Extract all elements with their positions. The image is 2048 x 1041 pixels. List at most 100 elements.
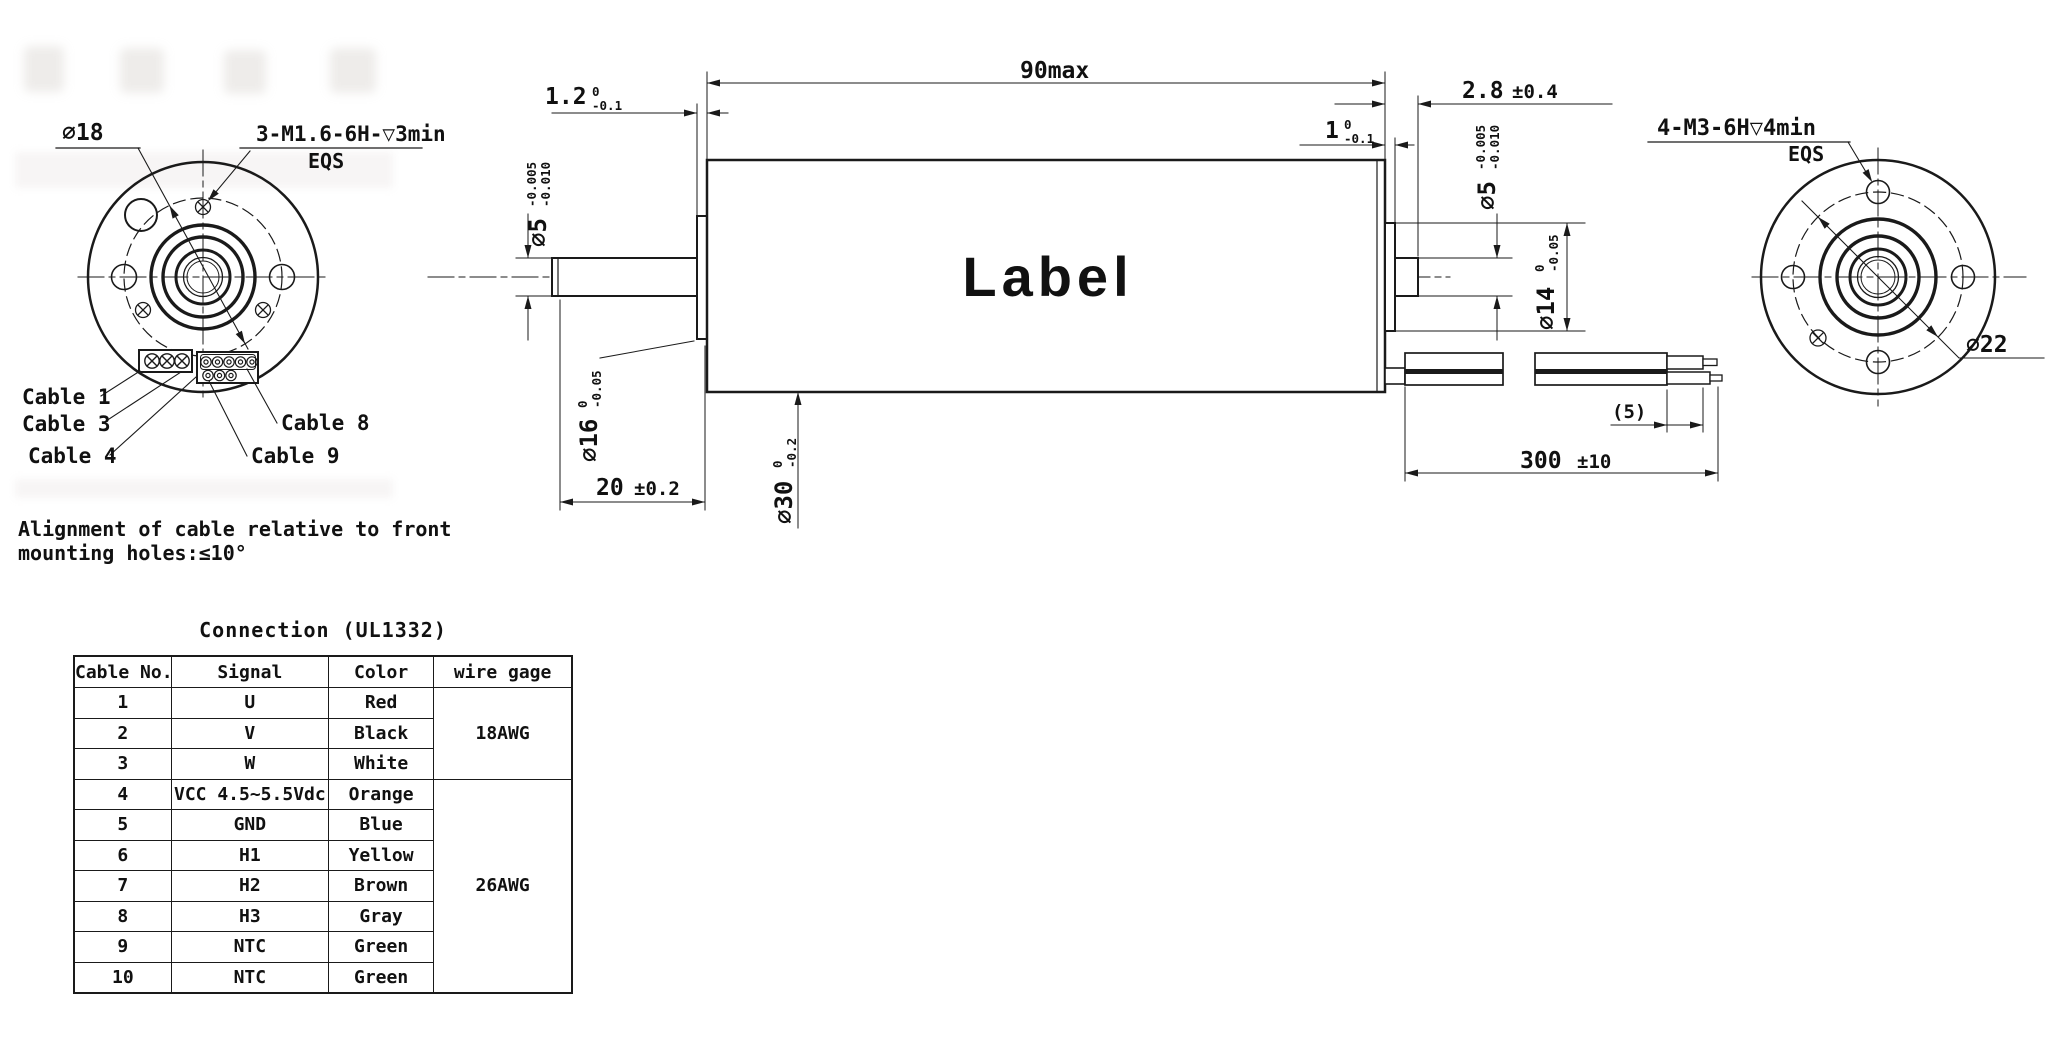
rear-thread-callout: 4-M3-6H▽4min EQS bbox=[1647, 116, 1873, 183]
front-side-hole-right bbox=[268, 263, 296, 291]
front-ring-2 bbox=[161, 235, 245, 319]
dim-rear-hub-height: 1 bbox=[1325, 118, 1339, 144]
dim-rear-hub-diameter-tol-u: 0 bbox=[1532, 264, 1547, 272]
stripped-tip-lower bbox=[1709, 374, 1723, 382]
watermark-blob bbox=[24, 46, 64, 92]
rear-mount-holes bbox=[1780, 179, 1976, 375]
cell-signal: H1 bbox=[170, 839, 330, 871]
arrowhead bbox=[1818, 217, 1830, 229]
front-thread-callout: 3-M1.6-6H-▽3min EQS bbox=[207, 122, 446, 202]
rear-bolt-circle-label: ⌀22 bbox=[1966, 332, 2008, 358]
cable-4-label: Cable 4 bbox=[28, 444, 117, 468]
dim-cable-length: 300 bbox=[1520, 448, 1562, 474]
connector-signal-pins bbox=[200, 356, 258, 382]
note-line-2: mounting holes:≤10° bbox=[18, 541, 247, 565]
dim-body-diameter-value: ⌀30 bbox=[770, 481, 798, 524]
rear-shaft-hole bbox=[1856, 255, 1900, 299]
dim-cable-length-tol: ±10 bbox=[1577, 451, 1611, 473]
cell-signal: VCC 4.5~5.5Vdc bbox=[170, 778, 330, 810]
table-row: 9 NTC Green bbox=[73, 931, 572, 963]
watermark-band bbox=[15, 152, 393, 188]
front-ring-1 bbox=[149, 223, 257, 331]
cell-color: Green bbox=[327, 931, 435, 963]
rear-ring-1 bbox=[1818, 217, 1938, 337]
front-bolt-circle-label: ⌀18 bbox=[62, 120, 104, 146]
front-bolt-circle bbox=[123, 197, 283, 357]
rear-ring-3 bbox=[1848, 247, 1908, 307]
cell-no: 7 bbox=[73, 870, 172, 902]
dim-front-shaft-diameter-tol-l: -0.010 bbox=[538, 162, 553, 207]
dim-rear-hub-height-tol-l: -0.1 bbox=[1344, 131, 1374, 146]
watermark-blob bbox=[120, 48, 164, 93]
cell-no: 1 bbox=[73, 687, 172, 719]
dim-boss-height-tol-u: 0 bbox=[592, 84, 600, 99]
alignment-note: Alignment of cable relative to front mou… bbox=[18, 517, 451, 565]
rear-screw-hole bbox=[1809, 329, 1827, 347]
table-row: 7 H2 Brown bbox=[73, 870, 572, 902]
dim-rear-shaft-diameter: ⌀5 -0.005 -0.010 bbox=[1473, 125, 1502, 210]
front-view: ⌀18 3-M1.6-6H-▽3min EQS bbox=[22, 120, 446, 468]
table-row: 3 W White bbox=[73, 748, 572, 780]
col-signal: Signal bbox=[170, 655, 330, 688]
watermark-blob bbox=[330, 48, 376, 93]
cell-no: 5 bbox=[73, 809, 172, 841]
dim-rear-hub-diameter: ⌀14 0 -0.05 bbox=[1532, 234, 1561, 330]
cell-gage-26awg: 26AWG bbox=[433, 778, 573, 994]
dim-rear-hub-height-tol-u: 0 bbox=[1344, 117, 1352, 132]
stripped-tip-upper bbox=[1702, 358, 1718, 367]
cell-signal: U bbox=[170, 687, 330, 719]
cell-no: 8 bbox=[73, 900, 172, 932]
rear-view: 4-M3-6H▽4min EQS ⌀22 bbox=[1647, 116, 2045, 407]
dim-body-diameter-tol-u: 0 bbox=[770, 460, 785, 468]
dim-rear-protrusion-tol: ±0.4 bbox=[1512, 81, 1558, 103]
connector-power-block bbox=[138, 349, 193, 373]
rear-flange-outline bbox=[1759, 158, 1997, 396]
dim-front-boss-diameter-value: ⌀16 bbox=[575, 419, 603, 462]
dim-rear-shaft-diameter-tol-u: -0.005 bbox=[1473, 125, 1488, 170]
cable-leaders bbox=[100, 368, 278, 457]
cell-color: Brown bbox=[327, 870, 435, 902]
dim-front-shaft-length: 20 bbox=[596, 475, 624, 501]
dim-rear-shaft-diameter-value: ⌀5 bbox=[1473, 181, 1501, 210]
dim-boss-height-tol-l: -0.1 bbox=[592, 98, 622, 113]
note-line-1: Alignment of cable relative to front bbox=[18, 517, 451, 541]
cell-color: Black bbox=[327, 717, 435, 749]
front-side-hole-left bbox=[110, 263, 138, 291]
cell-color: Gray bbox=[327, 900, 435, 932]
stripped-wire-upper bbox=[1666, 355, 1704, 370]
col-cable-no: Cable No. bbox=[73, 655, 172, 688]
front-screw-holes bbox=[134, 198, 272, 319]
front-shaft-hole bbox=[182, 256, 224, 298]
cable-exit-stub bbox=[1384, 367, 1406, 385]
table-header-row: Cable No. Signal Color wire gage bbox=[73, 655, 573, 688]
arrowhead bbox=[1926, 325, 1938, 337]
rear-thread-label: 4-M3-6H▽4min bbox=[1657, 116, 1816, 141]
cell-no: 6 bbox=[73, 839, 172, 871]
cell-color: Blue bbox=[327, 809, 435, 841]
front-large-hole bbox=[124, 198, 158, 232]
rear-ring-2 bbox=[1835, 234, 1921, 320]
table-row: 10 NTC Green bbox=[73, 961, 572, 994]
dim-rear-shaft-diameter-tol-l: -0.010 bbox=[1487, 125, 1502, 170]
cell-signal: H3 bbox=[170, 900, 330, 932]
front-shaft bbox=[551, 257, 698, 297]
cell-signal: GND bbox=[170, 809, 330, 841]
cell-no: 4 bbox=[73, 778, 172, 810]
cell-signal: NTC bbox=[170, 931, 330, 963]
connection-table-section: Connection (UL1332) Cable No. Signal Col… bbox=[73, 618, 573, 994]
side-view: Label bbox=[427, 58, 1723, 529]
table-row: 4 VCC 4.5~5.5Vdc Orange 26AWG bbox=[73, 778, 573, 994]
dim-boss-height: 1.2 bbox=[545, 84, 587, 110]
dim-front-shaft-diameter: ⌀5 -0.005 -0.010 bbox=[524, 162, 553, 247]
cell-no: 9 bbox=[73, 931, 172, 963]
cell-color: Green bbox=[327, 961, 435, 994]
dim-front-boss-diameter-tol-l: -0.05 bbox=[589, 370, 604, 408]
cell-signal: V bbox=[170, 717, 330, 749]
rear-hub bbox=[1384, 222, 1396, 332]
cable-8-label: Cable 8 bbox=[281, 411, 370, 435]
cell-signal: W bbox=[170, 748, 330, 780]
rear-shaft bbox=[1394, 257, 1419, 297]
arrowhead bbox=[207, 189, 219, 202]
